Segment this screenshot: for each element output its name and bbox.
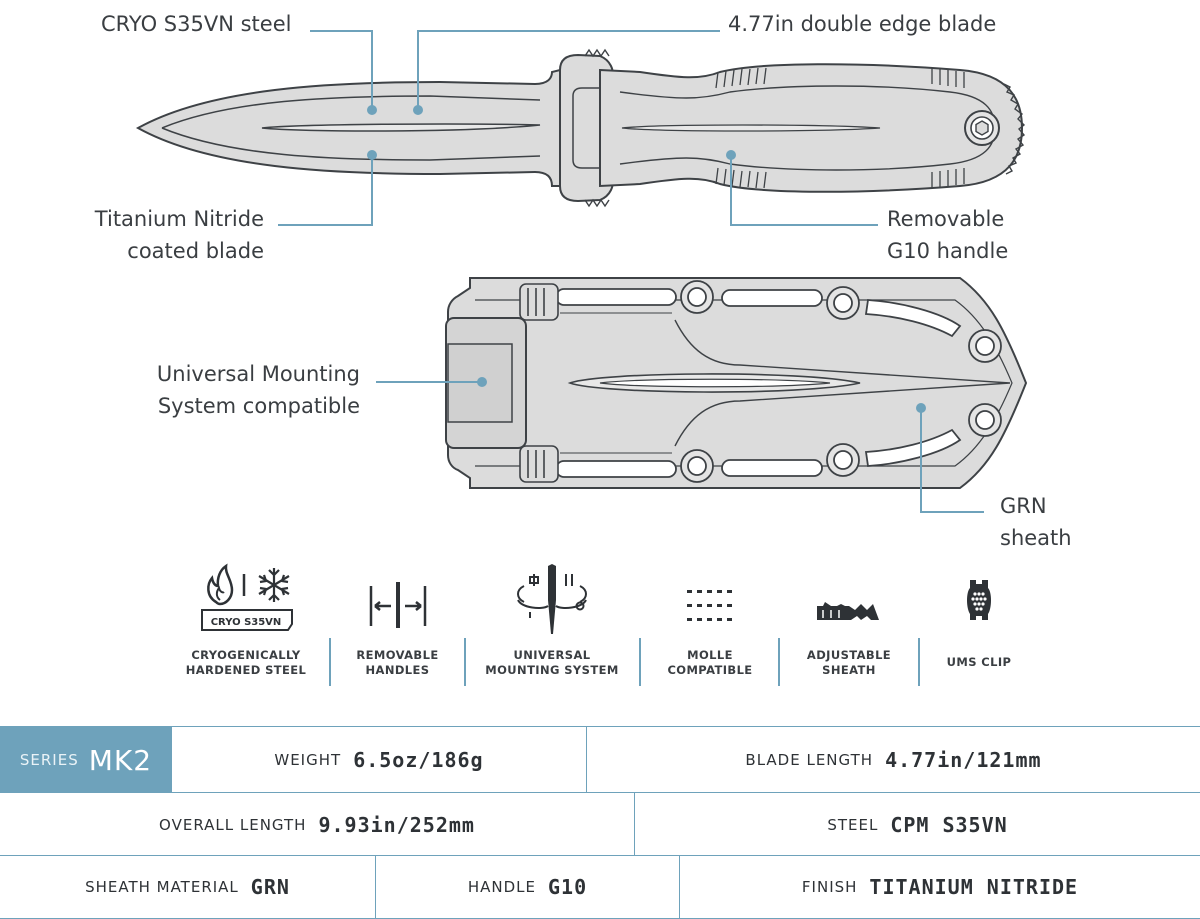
cryo-badge: CRYO S35VN (211, 617, 282, 628)
knife-drawing (135, 48, 1026, 208)
feature-divider (918, 638, 920, 686)
feature-adjustable-sheath: ADJUSTABLE SHEATH (795, 560, 903, 690)
hex-screw-icon (964, 110, 1000, 146)
spec-blade-length-value: 4.77in/121mm (885, 748, 1042, 772)
spec-sheath-material-value: GRN (250, 875, 290, 899)
blade-bevel (161, 95, 541, 161)
sheath-slots-bottom (555, 428, 962, 478)
leader-dots (367, 105, 926, 413)
spec-weight-value: 6.5oz/186g (353, 748, 484, 772)
guard-jimping (584, 48, 610, 208)
knife-illustration (135, 30, 1028, 513)
feature-mounting-system-label: UNIVERSAL MOUNTING SYSTEM (485, 648, 619, 677)
feature-removable-handles-label: REMOVABLE HANDLES (356, 648, 439, 677)
feature-cryo-label: CRYOGENICALLY HARDENED STEEL (185, 648, 307, 677)
sheath-slots-top (555, 288, 962, 338)
spec-overall-length-value: 9.93in/252mm (318, 812, 475, 837)
callout-mount-line2: System compatible (157, 394, 360, 418)
callout-sheath-line2: sheath (1000, 526, 1072, 550)
spec-overall-length: OVERALL LENGTH 9.93in/252mm (0, 793, 634, 856)
spec-sheath-material: SHEATH MATERIAL GRN (0, 856, 375, 918)
sheath-ridges (560, 312, 672, 454)
sheath-ridge (674, 319, 1011, 447)
adjustable-sheath-icon (817, 602, 879, 620)
spec-blade-length: BLADE LENGTH 4.77in/121mm (586, 727, 1200, 793)
spec-weight-label: WEIGHT (274, 751, 342, 769)
callout-mount-line1: Universal Mounting (156, 362, 360, 386)
feature-divider (639, 638, 641, 686)
callout-handle-line1: Removable (887, 207, 1005, 231)
spec-row-2: OVERALL LENGTH 9.93in/252mm STEEL CPM S3… (0, 792, 1200, 856)
spec-handle: HANDLE G10 (375, 856, 679, 918)
feature-cryo: CRYO S35VN CRYOGENICALLY HARDENED STEEL (176, 560, 316, 690)
flame-snowflake-icon: CRYO S35VN (201, 563, 293, 631)
spec-row-3: SHEATH MATERIAL GRN HANDLE G10 FINISH TI… (0, 855, 1200, 919)
spec-sheath-material-label: SHEATH MATERIAL (85, 878, 239, 896)
callout-handle-line2: G10 handle (887, 239, 1009, 263)
leader-lines (278, 30, 984, 513)
removable-handle-icon (369, 582, 427, 628)
handle-fuller (621, 124, 881, 132)
ums-clip-icon (967, 580, 991, 620)
spec-steel: STEEL CPM S35VN (634, 793, 1200, 856)
callout-coating-line2: coated blade (127, 239, 264, 263)
spec-weight: WEIGHT 6.5oz/186g (172, 727, 586, 793)
series-value: MK2 (88, 743, 153, 777)
callout-steel: CRYO S35VN steel (101, 12, 292, 36)
feature-removable-handles: REMOVABLE HANDLES (345, 560, 450, 690)
callout-blade-edge: 4.77in double edge blade (728, 12, 997, 36)
jimping (1003, 83, 1026, 175)
sheath-clips (519, 283, 559, 483)
series-label: SERIES (19, 751, 79, 769)
feature-adjustable-sheath-label: ADJUSTABLE SHEATH (806, 648, 892, 677)
sheath-inner-outline (475, 299, 1013, 467)
spec-finish-label: FINISH (801, 878, 858, 896)
spec-overall-length-label: OVERALL LENGTH (159, 815, 307, 834)
spec-steel-label: STEEL (827, 815, 879, 834)
spec-finish-value: TITANIUM NITRIDE (869, 875, 1079, 899)
callout-handle: Removable G10 handle (887, 203, 1008, 267)
feature-divider (464, 638, 466, 686)
grip-ridges-top (715, 67, 965, 89)
callout-sheath-line1: GRN (1000, 494, 1047, 518)
sheath-drawing (445, 277, 1028, 489)
spec-finish: FINISH TITANIUM NITRIDE (679, 856, 1200, 918)
sheath-eyelets (680, 280, 1002, 483)
feature-ums-clip-label: UMS CLIP (946, 655, 1012, 669)
feature-molle-label: MOLLE COMPATIBLE (667, 648, 753, 677)
feature-ums-clip: UMS CLIP (935, 560, 1023, 690)
mounting-system-icon (517, 564, 587, 634)
spec-steel-value: CPM S35VN (890, 812, 1008, 837)
callout-sheath: GRN sheath (1000, 490, 1072, 554)
spec-handle-label: HANDLE (467, 878, 537, 896)
feature-divider (329, 638, 331, 686)
series-badge: SERIES MK2 (0, 727, 172, 793)
spec-handle-value: G10 (548, 875, 588, 899)
callout-coating: Titanium Nitride coated blade (60, 203, 264, 267)
blade-fuller (261, 123, 541, 132)
spec-row-1: SERIES MK2 WEIGHT 6.5oz/186g BLADE LENGT… (0, 726, 1200, 793)
molle-dots-icon (687, 590, 732, 621)
feature-molle: MOLLE COMPATIBLE (655, 560, 765, 690)
feature-divider (778, 638, 780, 686)
feature-mounting-system: UNIVERSAL MOUNTING SYSTEM (482, 560, 622, 690)
callout-coating-line1: Titanium Nitride (94, 207, 264, 231)
spec-blade-length-label: BLADE LENGTH (745, 751, 874, 769)
callout-mount: Universal Mounting System compatible (120, 358, 360, 422)
grip-ridges-bottom (715, 167, 965, 189)
